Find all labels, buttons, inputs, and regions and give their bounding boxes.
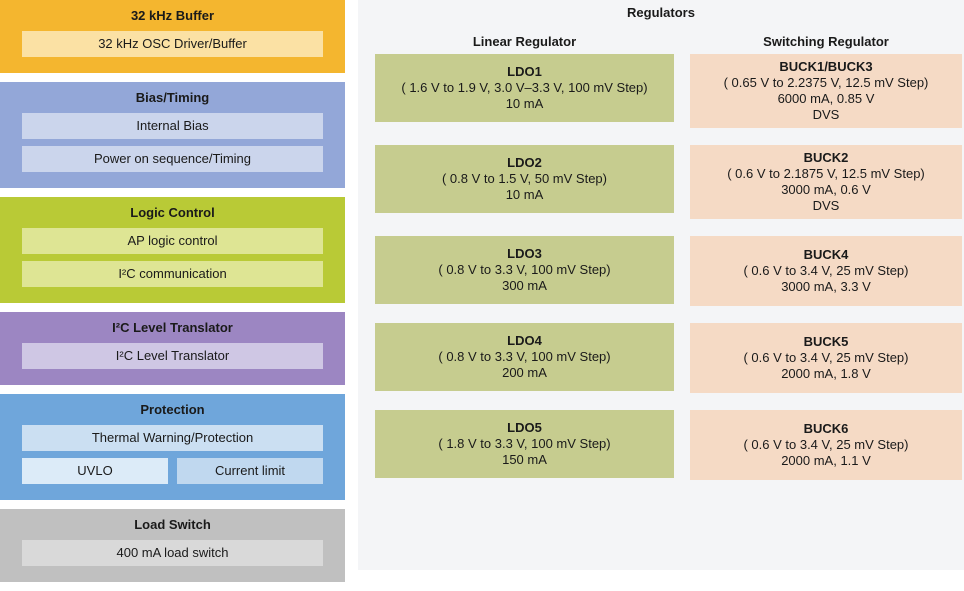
item-32khz-osc-driver-buffer: 32 kHz OSC Driver/Buffer (22, 31, 323, 57)
ldo1-block: LDO1 ( 1.6 V to 1.9 V, 3.0 V–3.3 V, 100 … (375, 54, 674, 122)
buck2-block: BUCK2 ( 0.6 V to 2.1875 V, 12.5 mV Step)… (690, 145, 962, 219)
buck4-name: BUCK4 (803, 247, 849, 262)
block-load-switch: Load Switch 400 mA load switch (0, 509, 345, 582)
item-current-limit: Current limit (177, 458, 323, 484)
ldo3-specs: ( 0.8 V to 3.3 V, 100 mV Step) (438, 262, 611, 277)
buck1-buck3-rating: 6000 mA, 0.85 V (777, 91, 875, 106)
block-title-logic-control: Logic Control (130, 205, 215, 220)
block-logic-control: Logic Control AP logic control I²C commu… (0, 197, 345, 303)
buck4-specs: ( 0.6 V to 3.4 V, 25 mV Step) (743, 263, 909, 278)
ldo1-rating: 10 mA (505, 96, 544, 111)
item-uvlo: UVLO (22, 458, 168, 484)
buck4-block: BUCK4 ( 0.6 V to 3.4 V, 25 mV Step) 3000… (690, 236, 962, 306)
buck1-buck3-name: BUCK1/BUCK3 (779, 59, 873, 74)
buck1-buck3-block: BUCK1/BUCK3 ( 0.65 V to 2.2375 V, 12.5 m… (690, 54, 962, 128)
buck6-name: BUCK6 (803, 421, 849, 436)
ldo3-rating: 300 mA (502, 278, 547, 293)
buck5-rating: 2000 mA, 1.8 V (781, 366, 871, 381)
regulator-grid: LDO1 ( 1.6 V to 1.9 V, 3.0 V–3.3 V, 100 … (375, 54, 964, 480)
buck5-block: BUCK5 ( 0.6 V to 3.4 V, 25 mV Step) 2000… (690, 323, 962, 393)
ldo5-rating: 150 mA (502, 452, 547, 467)
buck1-buck3-extra: DVS (812, 107, 840, 122)
block-title-i2c-level-translator: I²C Level Translator (112, 320, 233, 335)
function-blocks-panel: 32 kHz Buffer 32 kHz OSC Driver/Buffer B… (0, 0, 345, 591)
buck6-rating: 2000 mA, 1.1 V (781, 453, 871, 468)
buck2-specs: ( 0.6 V to 2.1875 V, 12.5 mV Step) (727, 166, 925, 181)
ldo3-name: LDO3 (507, 246, 542, 261)
ldo1-specs: ( 1.6 V to 1.9 V, 3.0 V–3.3 V, 100 mV St… (401, 80, 648, 95)
ldo5-name: LDO5 (507, 420, 542, 435)
item-400ma-load-switch: 400 mA load switch (22, 540, 323, 566)
ldo4-specs: ( 0.8 V to 3.3 V, 100 mV Step) (438, 349, 611, 364)
linear-regulator-header: Linear Regulator (472, 34, 577, 49)
item-internal-bias: Internal Bias (22, 113, 323, 139)
item-ap-logic-control: AP logic control (22, 228, 323, 254)
ldo2-block: LDO2 ( 0.8 V to 1.5 V, 50 mV Step) 10 mA (375, 145, 674, 213)
block-bias-timing: Bias/Timing Internal Bias Power on seque… (0, 82, 345, 188)
block-32khz-buffer: 32 kHz Buffer 32 kHz OSC Driver/Buffer (0, 0, 345, 73)
item-i2c-level-translator: I²C Level Translator (22, 343, 323, 369)
buck6-block: BUCK6 ( 0.6 V to 3.4 V, 25 mV Step) 2000… (690, 410, 962, 480)
buck5-specs: ( 0.6 V to 3.4 V, 25 mV Step) (743, 350, 909, 365)
block-protection: Protection Thermal Warning/Protection UV… (0, 394, 345, 500)
buck2-extra: DVS (812, 198, 840, 213)
buck4-rating: 3000 mA, 3.3 V (781, 279, 871, 294)
buck2-name: BUCK2 (803, 150, 849, 165)
buck5-name: BUCK5 (803, 334, 849, 349)
ldo1-name: LDO1 (507, 64, 542, 79)
ldo5-specs: ( 1.8 V to 3.3 V, 100 mV Step) (438, 436, 611, 451)
ldo3-block: LDO3 ( 0.8 V to 3.3 V, 100 mV Step) 300 … (375, 236, 674, 304)
ldo4-name: LDO4 (507, 333, 542, 348)
item-i2c-communication: I²C communication (22, 261, 323, 287)
block-title-32khz-buffer: 32 kHz Buffer (130, 8, 215, 23)
ldo4-block: LDO4 ( 0.8 V to 3.3 V, 100 mV Step) 200 … (375, 323, 674, 391)
ldo5-block: LDO5 ( 1.8 V to 3.3 V, 100 mV Step) 150 … (375, 410, 674, 478)
block-title-protection: Protection (140, 402, 205, 417)
protection-split-row: UVLO Current limit (22, 458, 323, 484)
block-title-bias-timing: Bias/Timing (135, 90, 210, 105)
regulators-panel: Regulators Linear Regulator Switching Re… (358, 0, 964, 570)
buck2-rating: 3000 mA, 0.6 V (781, 182, 871, 197)
ldo2-name: LDO2 (507, 155, 542, 170)
buck1-buck3-specs: ( 0.65 V to 2.2375 V, 12.5 mV Step) (723, 75, 929, 90)
buck6-specs: ( 0.6 V to 3.4 V, 25 mV Step) (743, 437, 909, 452)
block-title-load-switch: Load Switch (134, 517, 211, 532)
switching-regulator-header: Switching Regulator (763, 34, 889, 49)
item-power-on-sequence-timing: Power on sequence/Timing (22, 146, 323, 172)
ldo2-specs: ( 0.8 V to 1.5 V, 50 mV Step) (441, 171, 607, 186)
regulators-title: Regulators (627, 5, 695, 20)
item-thermal-warning-protection: Thermal Warning/Protection (22, 425, 323, 451)
ldo4-rating: 200 mA (502, 365, 547, 380)
ldo2-rating: 10 mA (505, 187, 544, 202)
block-i2c-level-translator: I²C Level Translator I²C Level Translato… (0, 312, 345, 385)
regulator-column-headers: Linear Regulator Switching Regulator (375, 33, 964, 50)
